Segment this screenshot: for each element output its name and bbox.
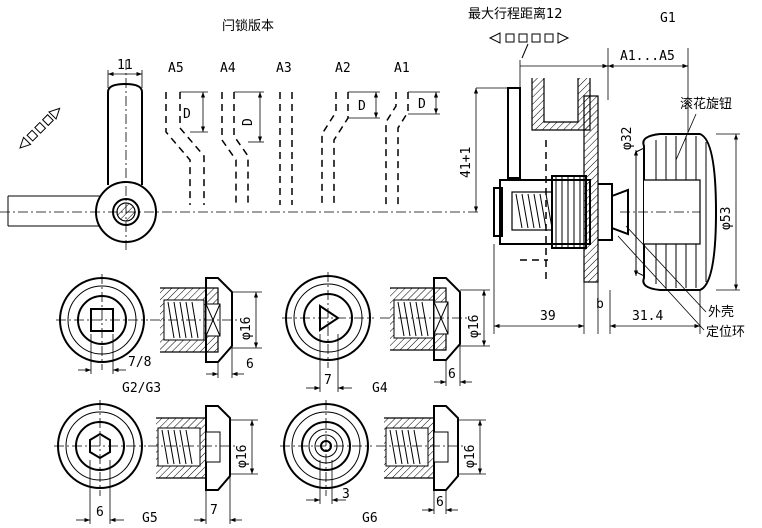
latch-a1-label: A1 bbox=[394, 61, 410, 76]
g5-label: G5 bbox=[142, 511, 158, 526]
g5-variant: 6 G5 φ16 7 bbox=[54, 400, 258, 526]
dim-39: 39 bbox=[540, 309, 556, 324]
phi16-g2: φ16 bbox=[239, 317, 254, 340]
dim-phi53: φ53 bbox=[719, 207, 734, 230]
dim-b: b bbox=[596, 297, 604, 312]
dim-6-g5: 6 bbox=[96, 505, 104, 520]
g4-variant: 7 G4 φ16 6 bbox=[282, 272, 490, 396]
phi16-g4: φ16 bbox=[467, 315, 482, 338]
lever-arm-view: 11 bbox=[0, 58, 480, 252]
g1-label: G1 bbox=[660, 11, 676, 26]
dim-31-4: 31.4 bbox=[632, 309, 663, 324]
dim-phi32: φ32 bbox=[620, 127, 635, 150]
phi16-g6: φ16 bbox=[463, 445, 478, 468]
phi16-g5: φ16 bbox=[235, 445, 250, 468]
g6-variant: 3 G6 φ16 6 bbox=[280, 400, 486, 526]
latch-a4-label: A4 bbox=[220, 61, 236, 76]
dim-d-a2: D bbox=[358, 99, 366, 114]
latch-versions: A5 A4 A3 A2 A1 D D D D bbox=[165, 61, 440, 205]
dim-6-g6: 6 bbox=[436, 495, 444, 510]
latch-a3-label: A3 bbox=[276, 61, 292, 76]
dim-7-g5: 7 bbox=[210, 503, 218, 518]
knurled-knob-label: 滚花旋钮 bbox=[680, 96, 732, 112]
dim-d-a4: D bbox=[241, 118, 256, 126]
dim-7-8: 7/8 bbox=[128, 355, 151, 370]
lock-versions-title: 闩锁版本 bbox=[222, 18, 274, 34]
g6-label: G6 bbox=[362, 511, 378, 526]
g1-assembly: A1...A5 41+1 φ32 bbox=[459, 48, 745, 340]
dim-11: 11 bbox=[117, 58, 133, 73]
dim-3-g6: 3 bbox=[342, 487, 350, 502]
dim-6-g2: 6 bbox=[246, 357, 254, 372]
dim-d-a5: D bbox=[183, 107, 191, 122]
g2-g3-label: G2/G3 bbox=[122, 381, 161, 396]
dim-d-a1: D bbox=[418, 97, 426, 112]
g4-label: G4 bbox=[372, 381, 388, 396]
g2-g3-variant: 7/8 G2/G3 φ16 6 bbox=[56, 274, 262, 396]
latch-a5-label: A5 bbox=[168, 61, 184, 76]
dim-6-g4: 6 bbox=[448, 367, 456, 382]
positioning-ring-label: 定位环 bbox=[706, 325, 745, 340]
dim-41-1: 41+1 bbox=[459, 147, 474, 178]
max-travel-label: 最大行程距离12 bbox=[468, 6, 563, 22]
outer-shell-label: 外壳 bbox=[708, 305, 734, 320]
latch-a2-label: A2 bbox=[335, 61, 351, 76]
travel-arrow-indicator bbox=[488, 32, 570, 59]
dim-a-range: A1...A5 bbox=[620, 49, 675, 64]
dim-7-g4: 7 bbox=[324, 373, 332, 388]
